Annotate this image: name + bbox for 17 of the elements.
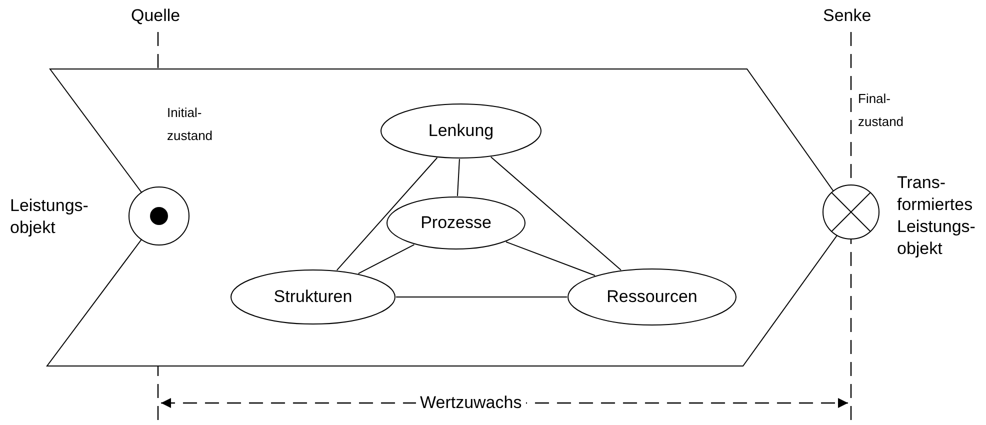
ellipse-node: Lenkung: [380, 103, 542, 159]
connector-line: [506, 241, 596, 276]
connector-line: [490, 156, 622, 270]
state-label: Final- zustand: [858, 90, 905, 131]
connector-line: [336, 157, 438, 271]
state-circle: [822, 184, 880, 240]
connector-line: [396, 296, 568, 298]
boundary-label: Senke: [823, 6, 872, 26]
ellipse-node: Prozesse: [386, 196, 526, 250]
connector-line: [358, 244, 415, 274]
object-label: Trans- formiertes Leistungs- objekt: [897, 172, 976, 260]
ellipse-node: Ressourcen: [567, 268, 737, 326]
connector-line: [456, 158, 460, 196]
object-label: Leistungs- objekt: [10, 195, 90, 239]
ellipse-node: Strukturen: [230, 269, 396, 325]
state-label: Initial- zustand: [167, 104, 214, 145]
boundary-label: Quelle: [131, 6, 180, 26]
